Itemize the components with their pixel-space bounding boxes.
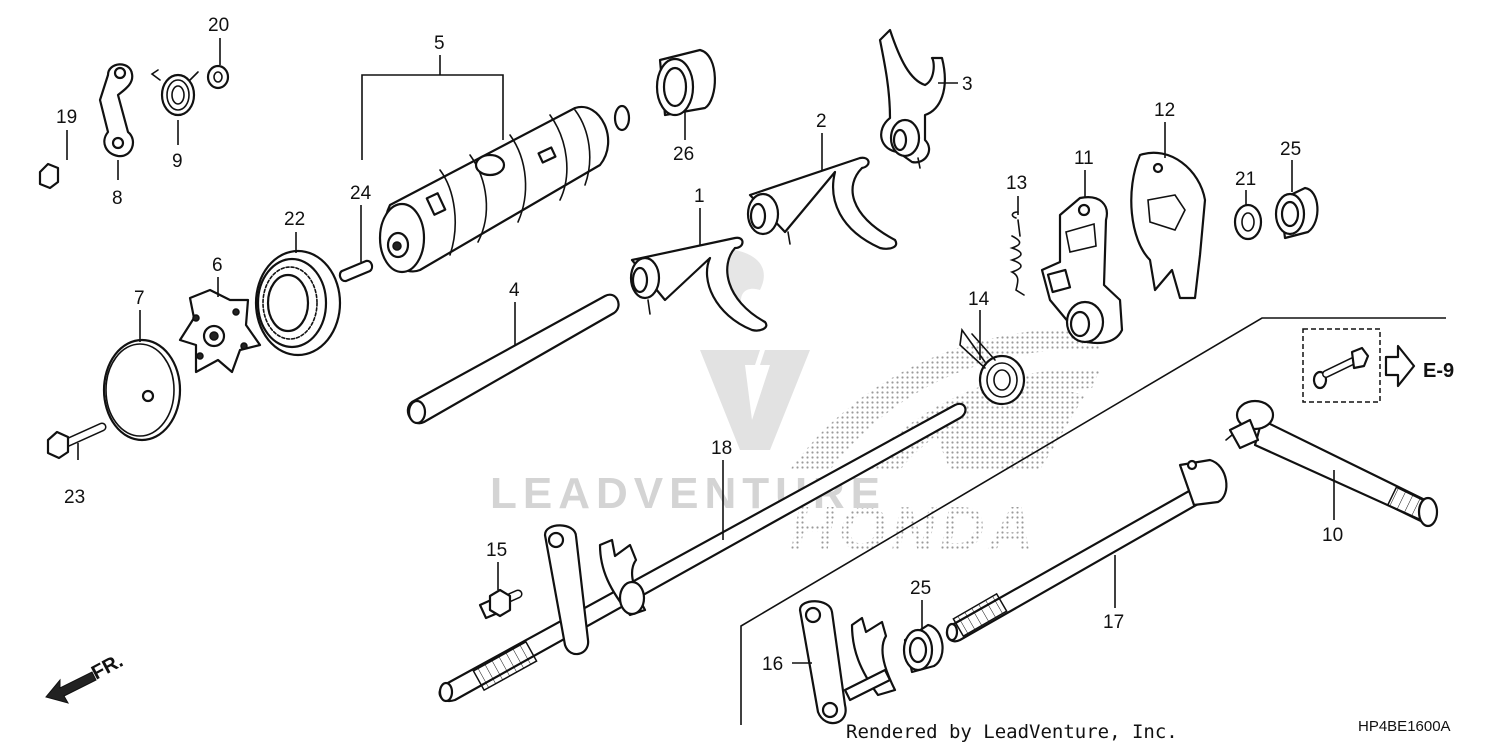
part-3-shift-fork [878, 28, 946, 169]
part-8-lever-plate [98, 63, 135, 158]
arrow-right-icon [1384, 344, 1416, 388]
callout-22: 22 [284, 209, 305, 230]
part-10-gearshift-spindle [1225, 399, 1439, 528]
part-25-bearing-lower [902, 623, 944, 674]
part-7-disc-plate [102, 338, 182, 442]
callout-12: 12 [1154, 100, 1175, 121]
callout-9: 9 [172, 151, 183, 172]
diagram-code: HP4BE1600A [1358, 718, 1451, 735]
callout-21: 21 [1235, 169, 1256, 190]
callout-15: 15 [486, 540, 507, 561]
callout-6: 6 [212, 255, 223, 276]
callout-17: 17 [1103, 612, 1124, 633]
part-2-shift-fork [746, 156, 898, 250]
section-divider [740, 317, 1446, 725]
callout-25-lower: 25 [910, 578, 931, 599]
part-15-stud-bolt [478, 588, 523, 620]
callout-16: 16 [762, 654, 783, 675]
callout-1: 1 [694, 186, 705, 207]
callout-3: 3 [962, 74, 973, 95]
leader-lines [66, 38, 1335, 664]
part-6-star-cam [178, 288, 262, 374]
part-4-fork-shaft [406, 293, 620, 425]
part-13-tension-spring [1009, 211, 1025, 296]
callout-26: 26 [673, 144, 694, 165]
callout-19: 19 [56, 107, 77, 128]
part-14-return-spring [959, 327, 1026, 406]
part-26-needle-bearing [655, 48, 716, 117]
callout-25-upper: 25 [1280, 139, 1301, 160]
part-24-pin [338, 259, 374, 283]
part-19-bolt [38, 157, 83, 190]
callout-4: 4 [509, 280, 520, 301]
part-12-guide-plate [1130, 151, 1207, 300]
callout-13: 13 [1006, 173, 1027, 194]
part-16-shift-arm [798, 600, 897, 725]
callout-14: 14 [968, 289, 990, 310]
part-5-shift-drum [378, 104, 631, 274]
part-23-bolt [46, 422, 107, 460]
callout-20: 20 [208, 15, 229, 36]
part-18-shift-shaft [438, 402, 967, 703]
reference-label: E-9 [1423, 360, 1454, 382]
part-17-shift-shaft [945, 458, 1228, 643]
part-25-bearing-upper [1274, 186, 1319, 240]
callout-2: 2 [816, 111, 827, 132]
honda-brand-watermark: HONDA [790, 495, 1037, 564]
part-11-stopper-arm [1040, 196, 1124, 345]
callout-11: 11 [1074, 148, 1094, 169]
callout-10: 10 [1322, 525, 1343, 546]
honda-wing-watermark [790, 328, 1110, 470]
part-21-washer [1233, 203, 1263, 241]
part-9-spring [150, 69, 199, 117]
arrow-front-icon [45, 671, 97, 704]
part-1-shift-fork [629, 236, 768, 332]
part-22-bearing [254, 249, 342, 357]
callout-8: 8 [112, 188, 123, 209]
render-credit: Rendered by LeadVenture, Inc. [846, 721, 1178, 743]
callout-24: 24 [350, 183, 372, 204]
part-20-washer [206, 64, 230, 90]
callout-18: 18 [711, 438, 732, 459]
callout-7: 7 [134, 288, 145, 309]
callout-23: 23 [64, 487, 85, 508]
reference-box [1302, 328, 1381, 403]
callout-5: 5 [434, 33, 445, 54]
